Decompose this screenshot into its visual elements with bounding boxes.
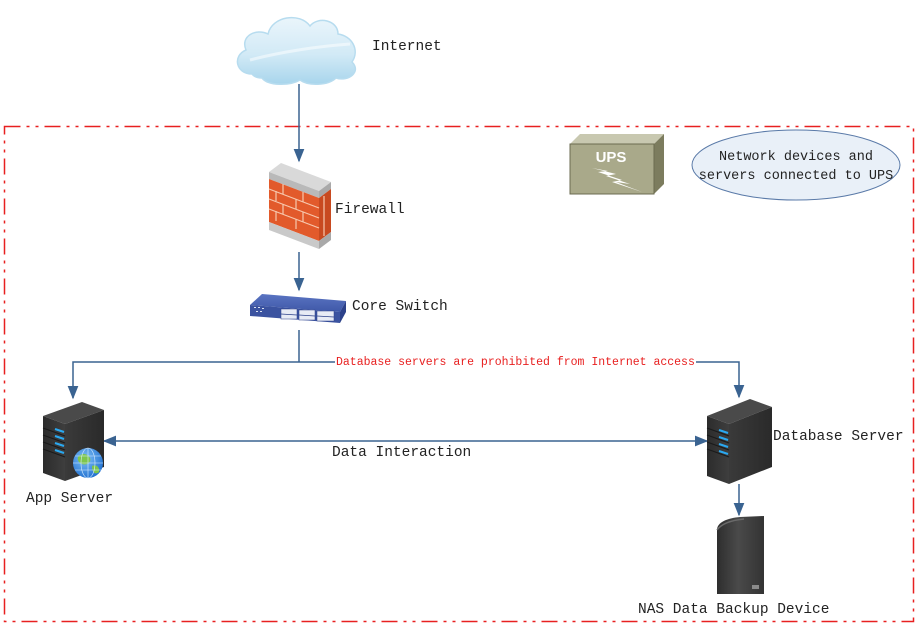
database-server-label: Database Server [773,429,904,445]
globe-icon [73,447,103,479]
ups-icon: UPS [569,134,664,195]
edge-switch-app-server [67,361,299,400]
ups-note-line-1: Network devices and [719,150,873,165]
ups-note-line-2: servers connected to UPS [698,169,894,184]
internet-label: Internet [372,39,442,55]
nas-label: NAS Data Backup Device [638,602,830,618]
firewall-label: Firewall [335,202,405,218]
firewall-icon [268,163,331,249]
app-server-label: App Server [26,491,114,507]
ups-protected-boundary [3,125,915,623]
ups-note-text: Network devices and servers connected to… [692,148,900,186]
server-icon [706,399,772,484]
ups-note-shape [691,129,901,201]
restriction-annotation: Database servers are prohibited from Int… [335,356,696,369]
data-interaction-label: Data Interaction [329,446,475,461]
network-switch-icon [250,294,346,323]
cloud-icon [236,16,357,85]
nas-drive-icon [716,516,764,594]
svg-text:UPS: UPS [596,149,627,166]
core-switch-label: Core Switch [352,299,448,315]
ups-note: Network devices and servers connected to… [692,130,900,200]
web-server-icon [42,402,104,481]
